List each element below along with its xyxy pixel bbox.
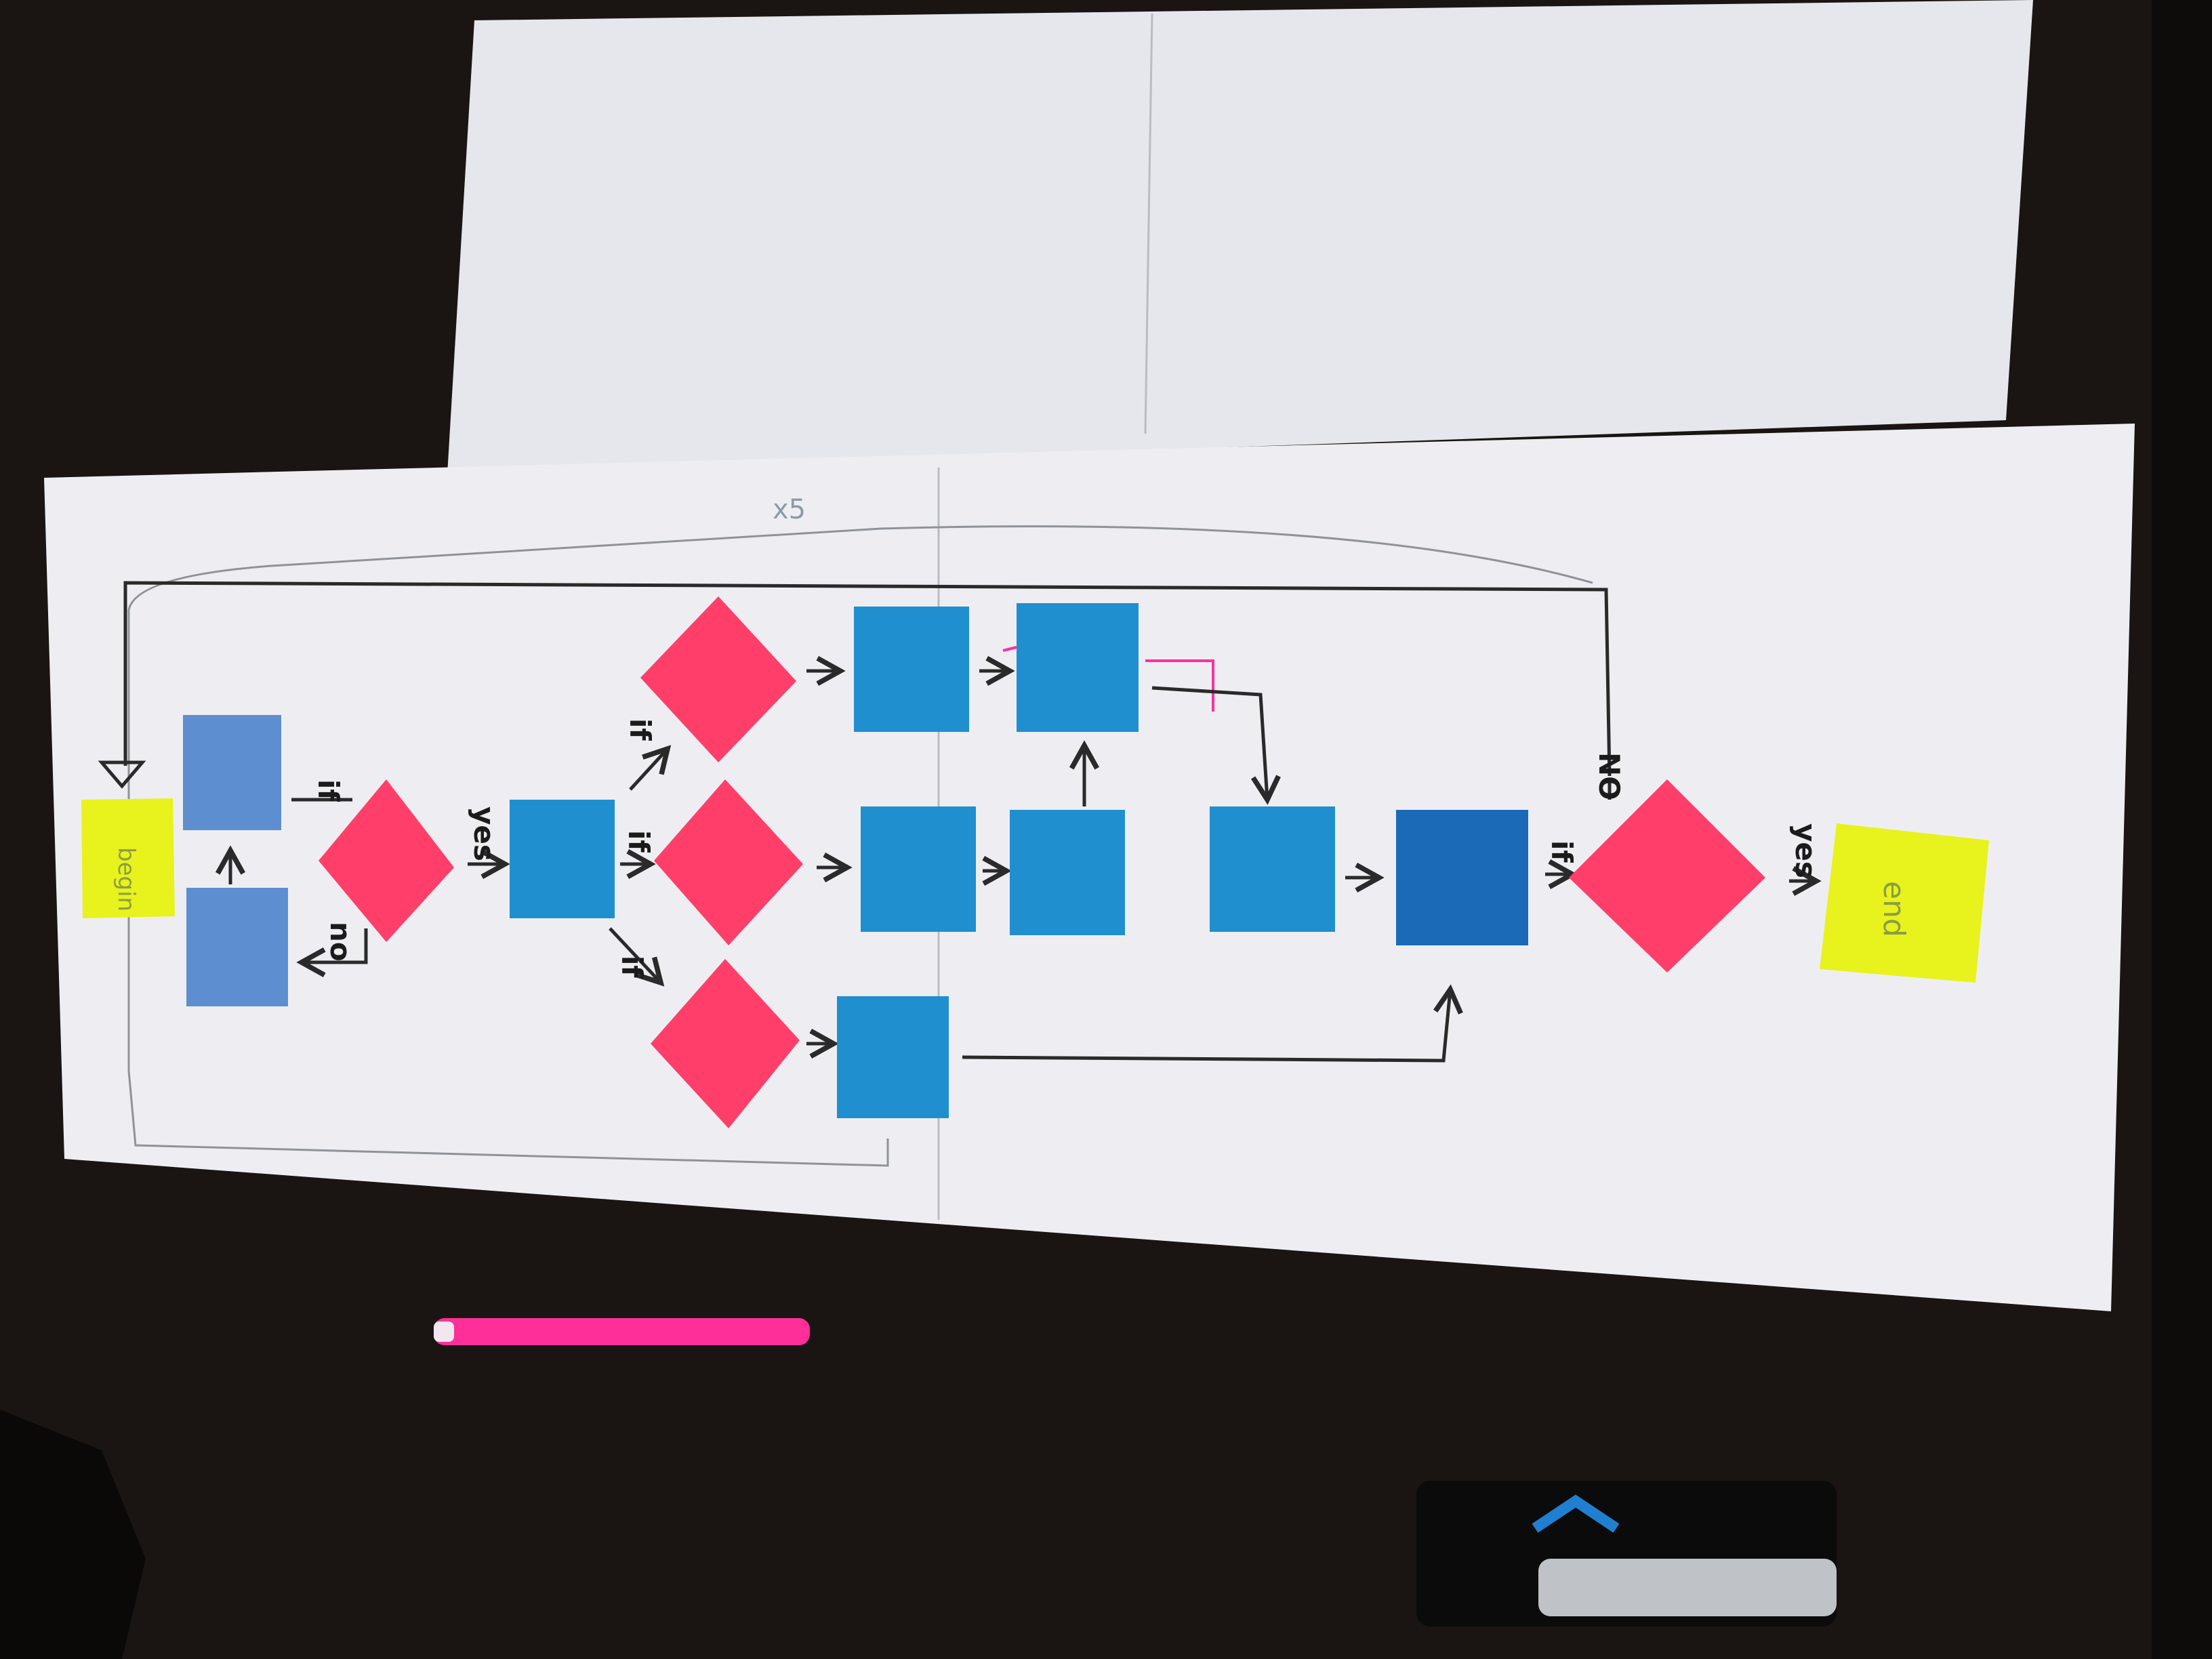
table-edge-right [2152, 0, 2212, 1659]
edge-label-if-up: if [623, 718, 657, 741]
start-note: begin [81, 798, 175, 918]
process-note-lower-1 [1210, 806, 1335, 932]
pencil-loop-bottom [127, 1070, 889, 1167]
process-note-left-bottom [186, 888, 288, 1006]
edge-label-no-final: NO [1593, 752, 1626, 800]
decision-branch-top [640, 596, 796, 762]
start-note-label: begin [112, 847, 140, 912]
edge-label-yes-first: yes [468, 806, 501, 861]
start-arrowhead [98, 760, 146, 789]
paper-fold-top [1144, 13, 1153, 434]
arrow-bottom-long [962, 989, 1450, 1063]
loop-back-line [123, 581, 1612, 777]
arrow-no-left [302, 928, 368, 962]
end-note-label: end [1877, 881, 1911, 937]
loop-annotation: x5 [773, 494, 806, 525]
process-note-lower-2 [1396, 810, 1528, 945]
edge-label-if-final: if [1545, 840, 1578, 863]
edge-label-yes-final: yes [1789, 823, 1822, 878]
pink-marker-stroke [1002, 646, 1017, 652]
arrow-if-up [629, 749, 668, 791]
pink-marker-pen [434, 1318, 810, 1345]
decision-branch-bottom [651, 959, 800, 1128]
process-note-left-top [183, 715, 281, 830]
decision-first [319, 779, 454, 942]
phone-device [0, 1410, 146, 1659]
process-note-mid-1 [861, 806, 976, 932]
black-marker-pen [1416, 1481, 1837, 1626]
process-note-top-2 [1017, 603, 1139, 732]
paper-sheet-top [447, 0, 2033, 474]
edge-label-if-down: if [615, 956, 649, 978]
process-note-bottom-1 [837, 996, 949, 1118]
process-note-top-1 [854, 607, 969, 732]
edge-label-if-mid: if [622, 830, 655, 853]
arrow-if-down [609, 927, 661, 983]
end-note: end [1820, 823, 1989, 983]
process-note-center-1 [510, 800, 615, 918]
decision-final [1569, 779, 1765, 972]
arrow-top-to-lower [1151, 686, 1267, 800]
process-note-mid-2 [1010, 810, 1125, 935]
edge-label-if-left: if [312, 779, 345, 802]
decision-branch-mid [654, 779, 803, 945]
pink-marker-bracket [1145, 659, 1214, 712]
edge-label-no-left: no [324, 922, 357, 962]
